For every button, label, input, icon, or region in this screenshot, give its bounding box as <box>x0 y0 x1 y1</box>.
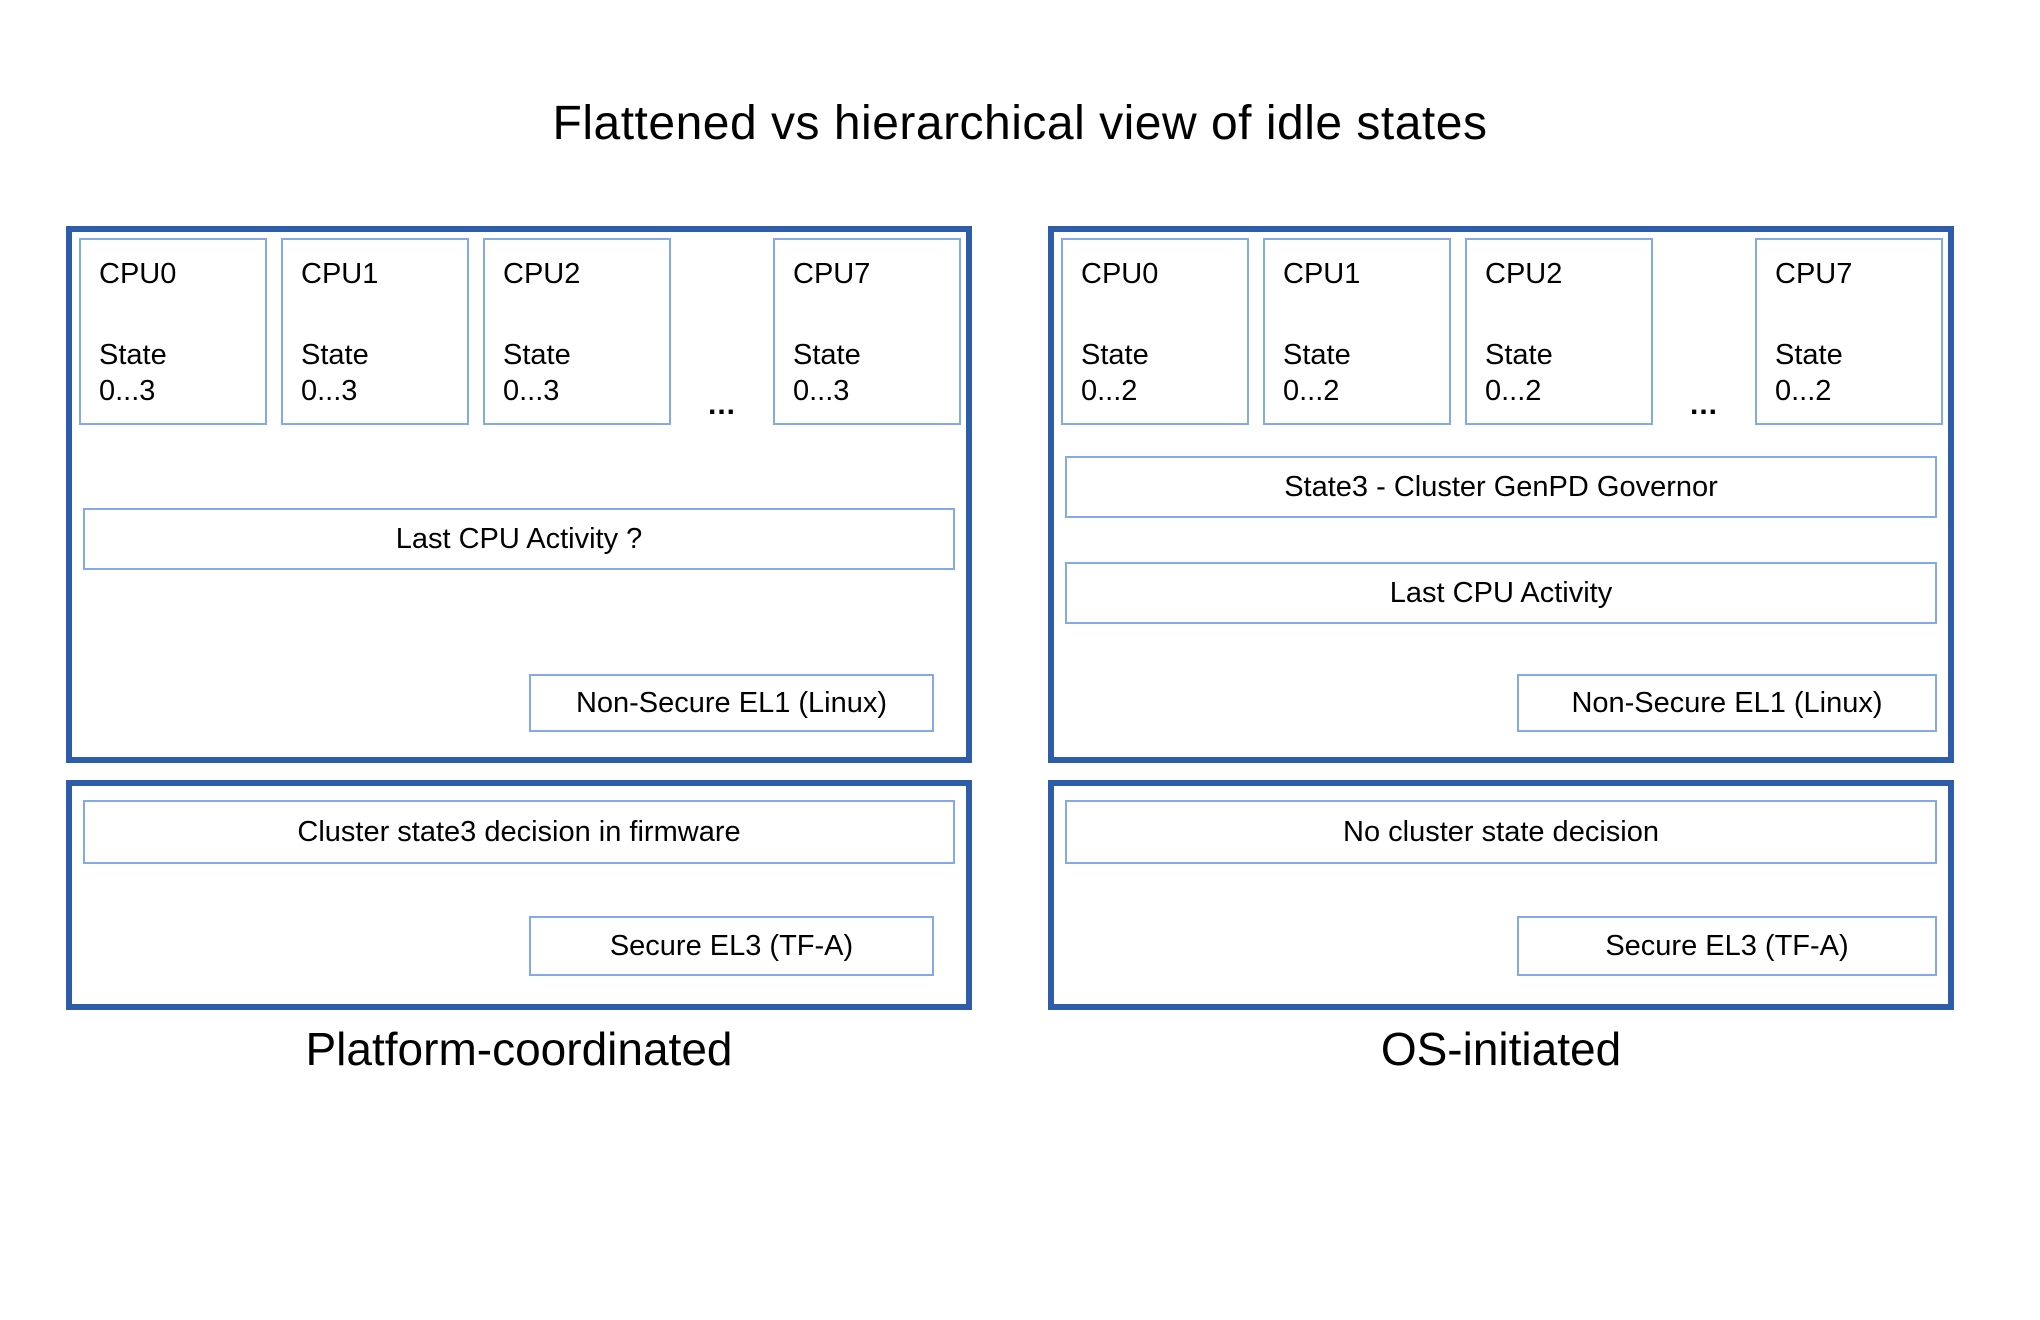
cpu2-box: CPU2 State 0...3 <box>483 238 671 425</box>
cpu-state-label: State <box>1485 339 1553 372</box>
cpu-state-range: 0...2 <box>1775 374 1832 407</box>
cpu-name: CPU7 <box>793 258 871 290</box>
cpu-state-label: State <box>503 339 571 372</box>
cpu-name: CPU2 <box>1485 258 1563 290</box>
secure-el3-box: Secure EL3 (TF-A) <box>1517 916 1937 976</box>
cpu-state-label: State <box>1081 339 1149 372</box>
last-cpu-activity-box: Last CPU Activity ? <box>83 508 955 570</box>
cpu-name: CPU0 <box>99 258 177 290</box>
cpu-state-label: State <box>1283 339 1351 372</box>
os-initiated-label: OS-initiated <box>1380 1023 1622 1075</box>
cpu-state-range: 0...3 <box>301 374 358 407</box>
cpu-name: CPU1 <box>301 258 379 290</box>
last-cpu-activity-box: Last CPU Activity <box>1065 562 1937 624</box>
non-secure-el1-box: Non-Secure EL1 (Linux) <box>1517 674 1937 732</box>
platform-coordinated-nonsecure-panel: CPU0 State 0...3 CPU1 State 0...3 CPU2 S… <box>66 226 972 763</box>
cpu-state: State 0...3 <box>793 338 861 409</box>
os-initiated-nonsecure-panel: CPU0 State 0...2 CPU1 State 0...2 CPU2 S… <box>1048 226 1954 763</box>
cpu-ellipsis: ... <box>1689 388 1718 421</box>
cpu-state: State 0...2 <box>1485 338 1553 409</box>
cpu-state-label: State <box>793 339 861 372</box>
os-initiated-secure-panel: No cluster state decision Secure EL3 (TF… <box>1048 780 1954 1010</box>
cpu7-box: CPU7 State 0...2 <box>1755 238 1943 425</box>
cpu0-box: CPU0 State 0...2 <box>1061 238 1249 425</box>
non-secure-el1-box: Non-Secure EL1 (Linux) <box>529 674 934 732</box>
cpu-state-label: State <box>99 339 167 372</box>
platform-coordinated-label: Platform-coordinated <box>305 1023 733 1075</box>
cpu-state: State 0...2 <box>1283 338 1351 409</box>
cpu-state: State 0...3 <box>301 338 369 409</box>
cpu-state: State 0...3 <box>99 338 167 409</box>
cpu-state: State 0...2 <box>1081 338 1149 409</box>
cpu2-box: CPU2 State 0...2 <box>1465 238 1653 425</box>
cpu-name: CPU1 <box>1283 258 1361 290</box>
cpu-state-range: 0...2 <box>1081 374 1138 407</box>
cpu-ellipsis: ... <box>707 388 736 421</box>
cpu7-box: CPU7 State 0...3 <box>773 238 961 425</box>
platform-coordinated-secure-panel: Cluster state3 decision in firmware Secu… <box>66 780 972 1010</box>
cpu1-box: CPU1 State 0...2 <box>1263 238 1451 425</box>
cpu-name: CPU0 <box>1081 258 1159 290</box>
cpu-state-range: 0...3 <box>99 374 156 407</box>
secure-el3-box: Secure EL3 (TF-A) <box>529 916 934 976</box>
cpu-state: State 0...2 <box>1775 338 1843 409</box>
cpu-state: State 0...3 <box>503 338 571 409</box>
cluster-decision-box: No cluster state decision <box>1065 800 1937 864</box>
cpu-state-label: State <box>1775 339 1843 372</box>
cpu-state-range: 0...2 <box>1485 374 1542 407</box>
cpu-state-label: State <box>301 339 369 372</box>
cpu-state-range: 0...3 <box>793 374 850 407</box>
cpu-name: CPU7 <box>1775 258 1853 290</box>
diagram-title: Flattened vs hierarchical view of idle s… <box>552 97 1488 150</box>
cluster-decision-box: Cluster state3 decision in firmware <box>83 800 955 864</box>
cpu0-box: CPU0 State 0...3 <box>79 238 267 425</box>
cpu1-box: CPU1 State 0...3 <box>281 238 469 425</box>
cpu-state-range: 0...2 <box>1283 374 1340 407</box>
cpu-state-range: 0...3 <box>503 374 560 407</box>
cluster-genpd-governor-box: State3 - Cluster GenPD Governor <box>1065 456 1937 518</box>
cpu-name: CPU2 <box>503 258 581 290</box>
